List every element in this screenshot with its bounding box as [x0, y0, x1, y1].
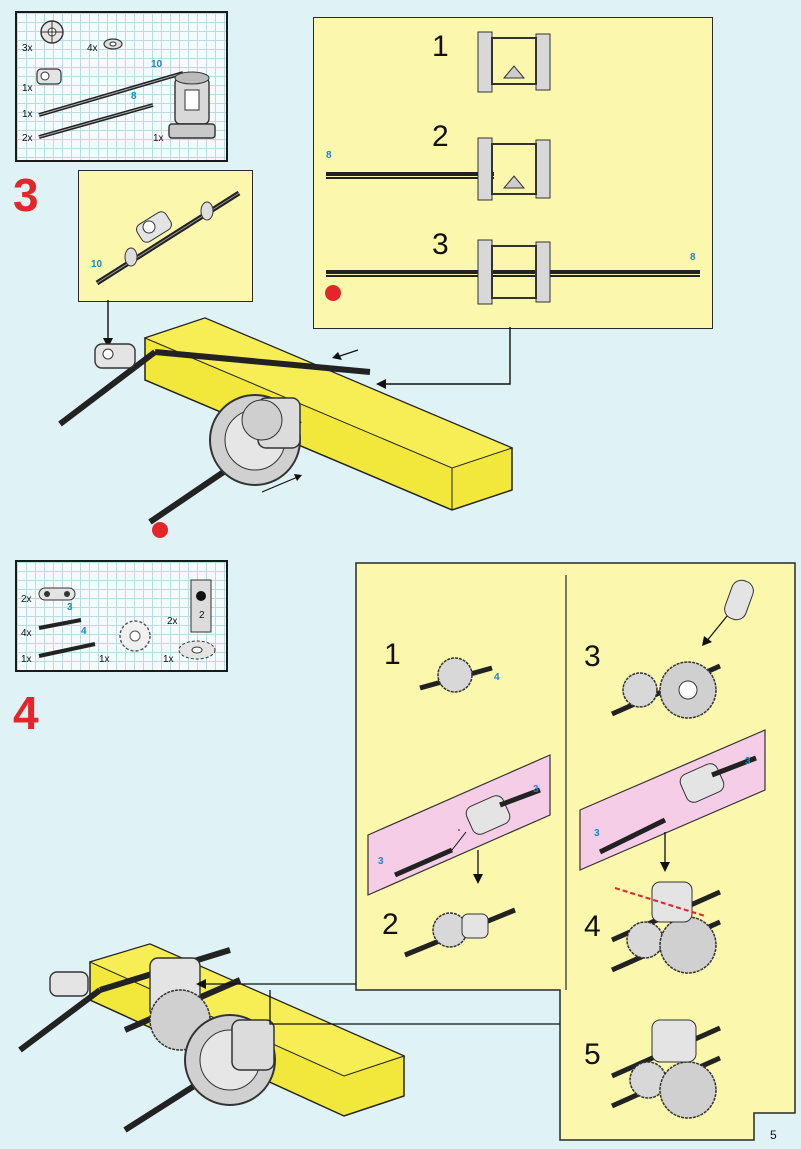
axle-4-icon [38, 642, 96, 658]
axle-length-label: 3 [745, 756, 751, 767]
substep-number: 1 [432, 30, 449, 63]
qty-label: 4x [21, 628, 32, 639]
axle-length-label: 3 [378, 856, 384, 867]
substep-number: 3 [584, 640, 601, 673]
qty-label: 1x [22, 109, 33, 120]
axle-length-label: 4 [81, 626, 87, 637]
axle-length-label: 10 [91, 259, 103, 270]
axle-length-label: 10 [151, 59, 163, 70]
qty-label: 2x [22, 133, 33, 144]
axle-length-label: 3 [594, 828, 600, 839]
axle-length-label: 8 [690, 252, 696, 263]
step3-parts-list: 3x 4x 1x 10 1x 8 2x 1x [15, 11, 228, 162]
qty-label: 1x [163, 654, 174, 665]
page-number: 5 [770, 1128, 777, 1142]
axle-length-label: 8 [326, 150, 332, 161]
step3-substeps-panel: 1 2 8 3 8 [313, 17, 713, 329]
substep-number: 2 [382, 908, 399, 941]
substep-number: 3 [432, 228, 449, 261]
substep-number: 2 [432, 120, 449, 153]
axle-length-label: 3 [67, 602, 73, 613]
bush-icon [103, 38, 123, 50]
liftarm-icon [38, 587, 76, 601]
qty-label: 1x [21, 654, 32, 665]
qty-label: 1x [153, 133, 164, 144]
qty-label: 2x [21, 594, 32, 605]
substep-number: 4 [584, 910, 601, 943]
differential-open-icon [477, 31, 551, 93]
axle-length-label: 8 [131, 91, 137, 102]
differential-icon [168, 71, 216, 139]
axle-length-label: 3 [533, 784, 539, 795]
pin-block-icon [36, 68, 62, 85]
crown-gear-icon [178, 640, 216, 660]
step3-callout: 10 [78, 170, 253, 302]
axle-8-icon [38, 103, 154, 139]
gear-icon [40, 20, 64, 44]
gear-icon [119, 620, 151, 652]
axle-10-icon [38, 71, 184, 117]
qty-label: 3x [22, 43, 33, 54]
step-number: 4 [13, 687, 39, 739]
red-dot-marker [325, 285, 341, 301]
qty-label: 1x [22, 83, 33, 94]
qty-label: 1x [99, 654, 110, 665]
differential-full-icon [326, 239, 700, 305]
step-number: 3 [13, 169, 39, 221]
qty-label: 4x [87, 43, 98, 54]
substep-number: 1 [384, 638, 401, 671]
qty-label: 2x [167, 616, 178, 627]
step4-parts-list: 2x 3 4x 4 1x 1x 2 2x 1x [15, 560, 228, 672]
qty-label: 2 [199, 610, 205, 621]
step3-assembly-illustration [58, 300, 514, 538]
axle-length-label: 4 [494, 672, 500, 683]
substep-number: 5 [584, 1038, 601, 1071]
callout-axle-assembly [95, 190, 241, 286]
differential-axle-icon [326, 137, 551, 201]
connector-block-icon [190, 579, 212, 633]
axle-3-icon [38, 618, 82, 630]
